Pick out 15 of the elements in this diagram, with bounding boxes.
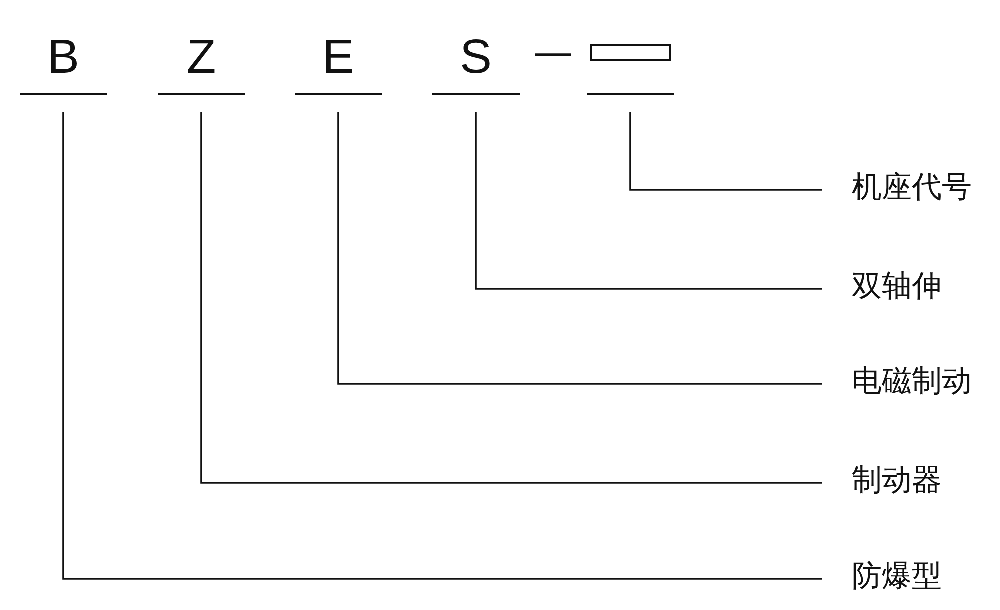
term-label: 机座代号	[852, 171, 972, 205]
leader-line	[62, 112, 822, 580]
dash: —	[535, 34, 571, 70]
code-letter: Z	[158, 30, 245, 95]
term-label: 双轴伸	[852, 270, 942, 304]
leader-line	[475, 112, 822, 290]
code-letter: E	[295, 30, 382, 95]
leader-line	[338, 112, 822, 385]
code-letter: B	[20, 30, 107, 95]
term-label: 防爆型	[852, 560, 942, 594]
leader-line	[200, 112, 822, 484]
code-letter: S	[432, 30, 520, 95]
term-label: 制动器	[852, 464, 942, 498]
leader-line	[630, 112, 822, 191]
term-label: 电磁制动	[852, 365, 972, 399]
